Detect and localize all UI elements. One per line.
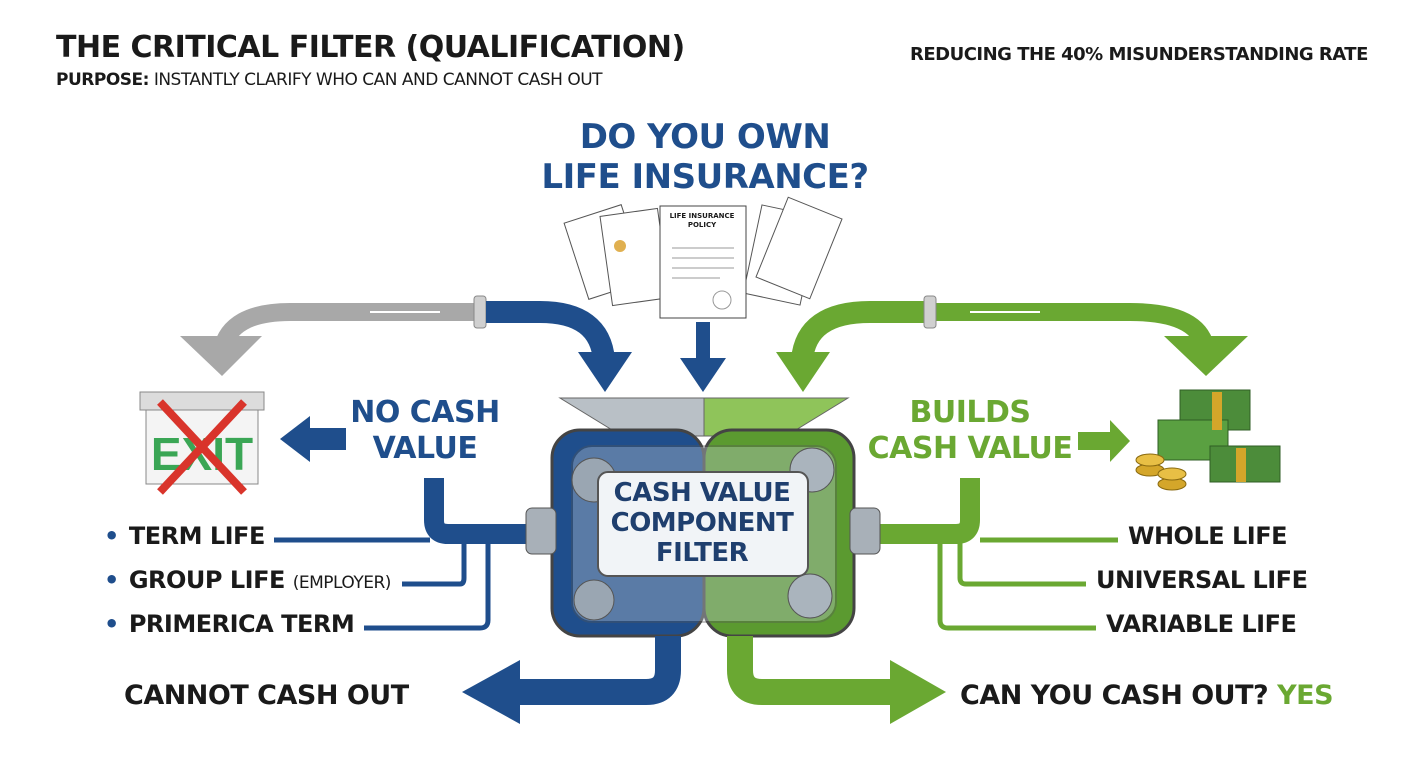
right-branch-lines <box>848 478 1118 631</box>
right-money-arrow <box>1078 420 1130 462</box>
policy-doc-label: LIFE INSURANCE POLICY <box>664 212 740 230</box>
page-title: THE CRITICAL FILTER (QUALIFICATION) <box>56 30 685 65</box>
subtitle-label: PURPOSE: <box>56 70 149 90</box>
filter-label: CASH VALUE COMPONENT FILTER <box>602 478 802 568</box>
question-line-1: DO YOU OWN <box>579 117 831 157</box>
policy-doc-line-1: LIFE INSURANCE <box>669 212 735 220</box>
policy-doc-line-2: POLICY <box>687 221 717 229</box>
can-cash-out-label: CAN YOU CASH OUT? YES <box>960 680 1334 711</box>
filter-line-3: FILTER <box>655 538 749 568</box>
exit-sign-icon: EXIT <box>139 391 265 495</box>
page-subtitle: PURPOSE: INSTANTLY CLARIFY WHO CAN AND C… <box>56 70 603 90</box>
can-cash-out-arrow <box>727 636 946 724</box>
list-item-group-life: • GROUP LIFE (EMPLOYER) <box>104 566 391 594</box>
list-item-label: GROUP LIFE <box>128 566 286 594</box>
builds-line-1: BUILDS <box>909 395 1031 430</box>
builds-cash-value-label: BUILDS CASH VALUE <box>860 395 1080 467</box>
bullet-icon: • <box>104 522 119 550</box>
yes-label: YES <box>1277 680 1334 711</box>
can-cash-out-prefix: CAN YOU CASH OUT? <box>960 680 1269 711</box>
list-item-label: TERM LIFE <box>128 522 266 550</box>
bullet-icon: • <box>104 566 119 594</box>
filter-machine-icon <box>525 397 881 638</box>
no-cash-line-2: VALUE <box>372 431 478 466</box>
question-line-2: LIFE INSURANCE? <box>541 157 869 197</box>
policy-documents-icon <box>563 196 843 319</box>
cannot-cash-out-label: CANNOT CASH OUT <box>124 680 409 711</box>
list-item-primerica-term: • PRIMERICA TERM <box>104 610 355 638</box>
policy-down-arrow <box>680 322 726 392</box>
bullet-icon: • <box>104 610 119 638</box>
left-exit-arrow <box>280 416 346 462</box>
left-branch-lines <box>274 478 560 631</box>
filter-line-1: CASH VALUE <box>613 478 791 508</box>
cannot-cash-out-arrow <box>462 636 681 724</box>
no-cash-line-1: NO CASH <box>350 395 500 430</box>
exit-flow-arrow <box>180 295 487 376</box>
filter-line-2: COMPONENT <box>610 508 794 538</box>
list-item-label: PRIMERICA TERM <box>128 610 355 638</box>
money-stack-icon <box>1135 389 1281 491</box>
list-item-whole-life: WHOLE LIFE <box>1128 522 1288 550</box>
list-item-term-life: • TERM LIFE <box>104 522 265 550</box>
subtitle-text: INSTANTLY CLARIFY WHO CAN AND CANNOT CAS… <box>153 70 603 90</box>
exit-sign-text: EXIT <box>151 428 253 480</box>
list-item-variable-life: VARIABLE LIFE <box>1106 610 1297 638</box>
list-item-universal-life: UNIVERSAL LIFE <box>1096 566 1308 594</box>
no-value-inflow-arrow <box>486 301 632 392</box>
cash-value-inflow-arrow <box>776 295 1248 392</box>
list-item-note: (EMPLOYER) <box>292 573 392 593</box>
rate-note: REDUCING THE 40% MISUNDERSTANDING RATE <box>910 44 1368 65</box>
no-cash-value-label: NO CASH VALUE <box>340 395 510 467</box>
builds-line-2: CASH VALUE <box>867 431 1073 466</box>
question-heading: DO YOU OWN LIFE INSURANCE? <box>540 117 870 197</box>
